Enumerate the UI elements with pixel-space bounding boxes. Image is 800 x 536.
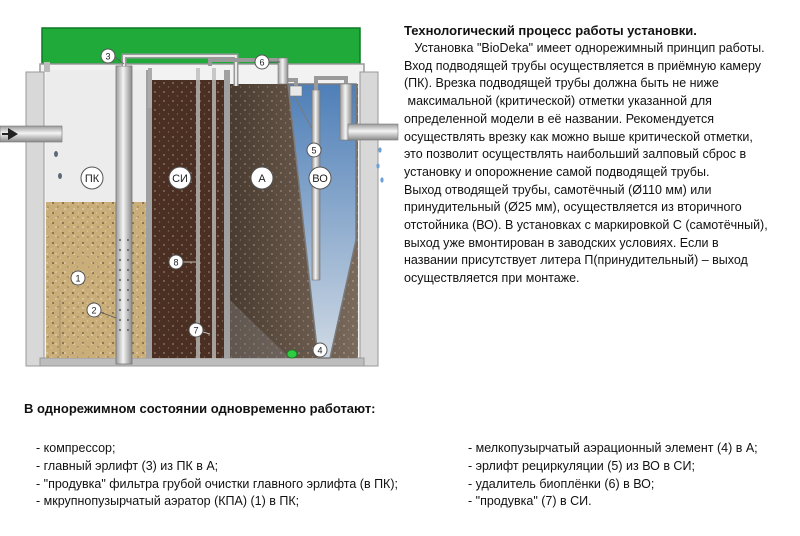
mode-list-right: - мелкопузырчатый аэрационный элемент (4…: [468, 440, 758, 511]
inlet-arrow-icon: [8, 128, 18, 140]
mode-list-left: - компрессор; - главный эрлифт (3) из ПК…: [36, 440, 398, 511]
a-hopper: [230, 300, 290, 358]
list-item: - компрессор;: [36, 441, 116, 455]
label-si: СИ: [172, 173, 188, 185]
tech-line: выход уже вмонтирован в заводских услови…: [404, 235, 719, 250]
tank-base: [39, 357, 365, 367]
callout-5: 5: [311, 146, 316, 156]
callout-1: 1: [75, 274, 80, 284]
list-item: - мелкопузырчатый аэрационный элемент (4…: [468, 441, 758, 455]
callout-7: 7: [193, 326, 198, 336]
list-item: - удалитель биоплёнки (6) в ВО;: [468, 476, 655, 491]
treatment-plant-diagram: ПК СИ А ВО 1 2 3 4 5: [0, 27, 399, 367]
main-airlift-pipe: [115, 65, 133, 365]
partition-si-a: [224, 70, 230, 358]
lid: [41, 27, 361, 65]
callout-8: 8: [173, 258, 178, 268]
callout-6: 6: [259, 58, 264, 68]
tech-process-title: Технологический процесс работы установки…: [404, 23, 697, 38]
tech-process-text: Установка "BioDeka" имеет однорежимный п…: [404, 40, 796, 288]
left-wall: [25, 71, 45, 367]
inlet-pipe: [0, 125, 63, 143]
list-item: - "продувка" (7) в СИ.: [468, 494, 592, 509]
tech-line: (ПК). Врезка подводящей трубы должна быт…: [404, 76, 719, 91]
tech-process-block: Технологический процесс работы установки…: [404, 22, 796, 288]
tech-line: осуществлять врезку как можно выше крити…: [404, 129, 753, 144]
tech-line: это позволит осуществлять наибольший зал…: [404, 147, 747, 162]
tech-line: Выход отводящей трубы, самотёчный (Ø110 …: [404, 182, 712, 197]
callout-2: 2: [91, 306, 96, 316]
callouts: 1 2 3 4 5 6 7: [70, 48, 328, 358]
outlet-pipe: [347, 123, 399, 141]
label-vo: ВО: [312, 173, 328, 185]
chamber-labels: ПК СИ А ВО: [80, 166, 332, 190]
tech-line: осуществляется при монтаже.: [404, 271, 580, 286]
list-item: - мкрупнопузырчатый аэратор (КПА) (1) в …: [36, 494, 300, 509]
airlift-filter-holes: [118, 238, 130, 332]
tech-line: принудительный (Ø25 мм), осуществляется …: [404, 200, 742, 215]
tech-line: установку и опорожнение самой подводящей…: [404, 164, 710, 179]
tech-line: Вход подводящей трубы осуществляется в п…: [404, 58, 762, 73]
tech-line: Установка "BioDeka" имеет однорежимный п…: [404, 41, 765, 55]
tech-line: максимальной (критической) отметки указа…: [404, 94, 712, 109]
tech-line: отстойника (ВО). В установках с маркиров…: [404, 218, 768, 233]
callout-4: 4: [317, 346, 322, 356]
mode-title: В однорежимном состоянии одновременно ра…: [24, 401, 376, 416]
right-wall: [359, 71, 379, 367]
tech-line: названии присутствует литера П(принудите…: [404, 253, 748, 268]
label-a: А: [258, 173, 266, 185]
list-item: - эрлифт рециркуляции (5) из ВО в СИ;: [468, 458, 695, 473]
fine-bubble-aerator: [286, 349, 298, 359]
list-item: - "продувка" фильтра грубой очистки глав…: [36, 476, 398, 491]
callout-3: 3: [105, 52, 110, 62]
partition-pk-si: [146, 70, 152, 358]
label-pk: ПК: [85, 173, 100, 185]
water-drops: [54, 147, 384, 183]
list-item: - главный эрлифт (3) из ПК в А;: [36, 458, 219, 473]
tech-line: определенной модели в её названии. Реком…: [404, 111, 714, 126]
